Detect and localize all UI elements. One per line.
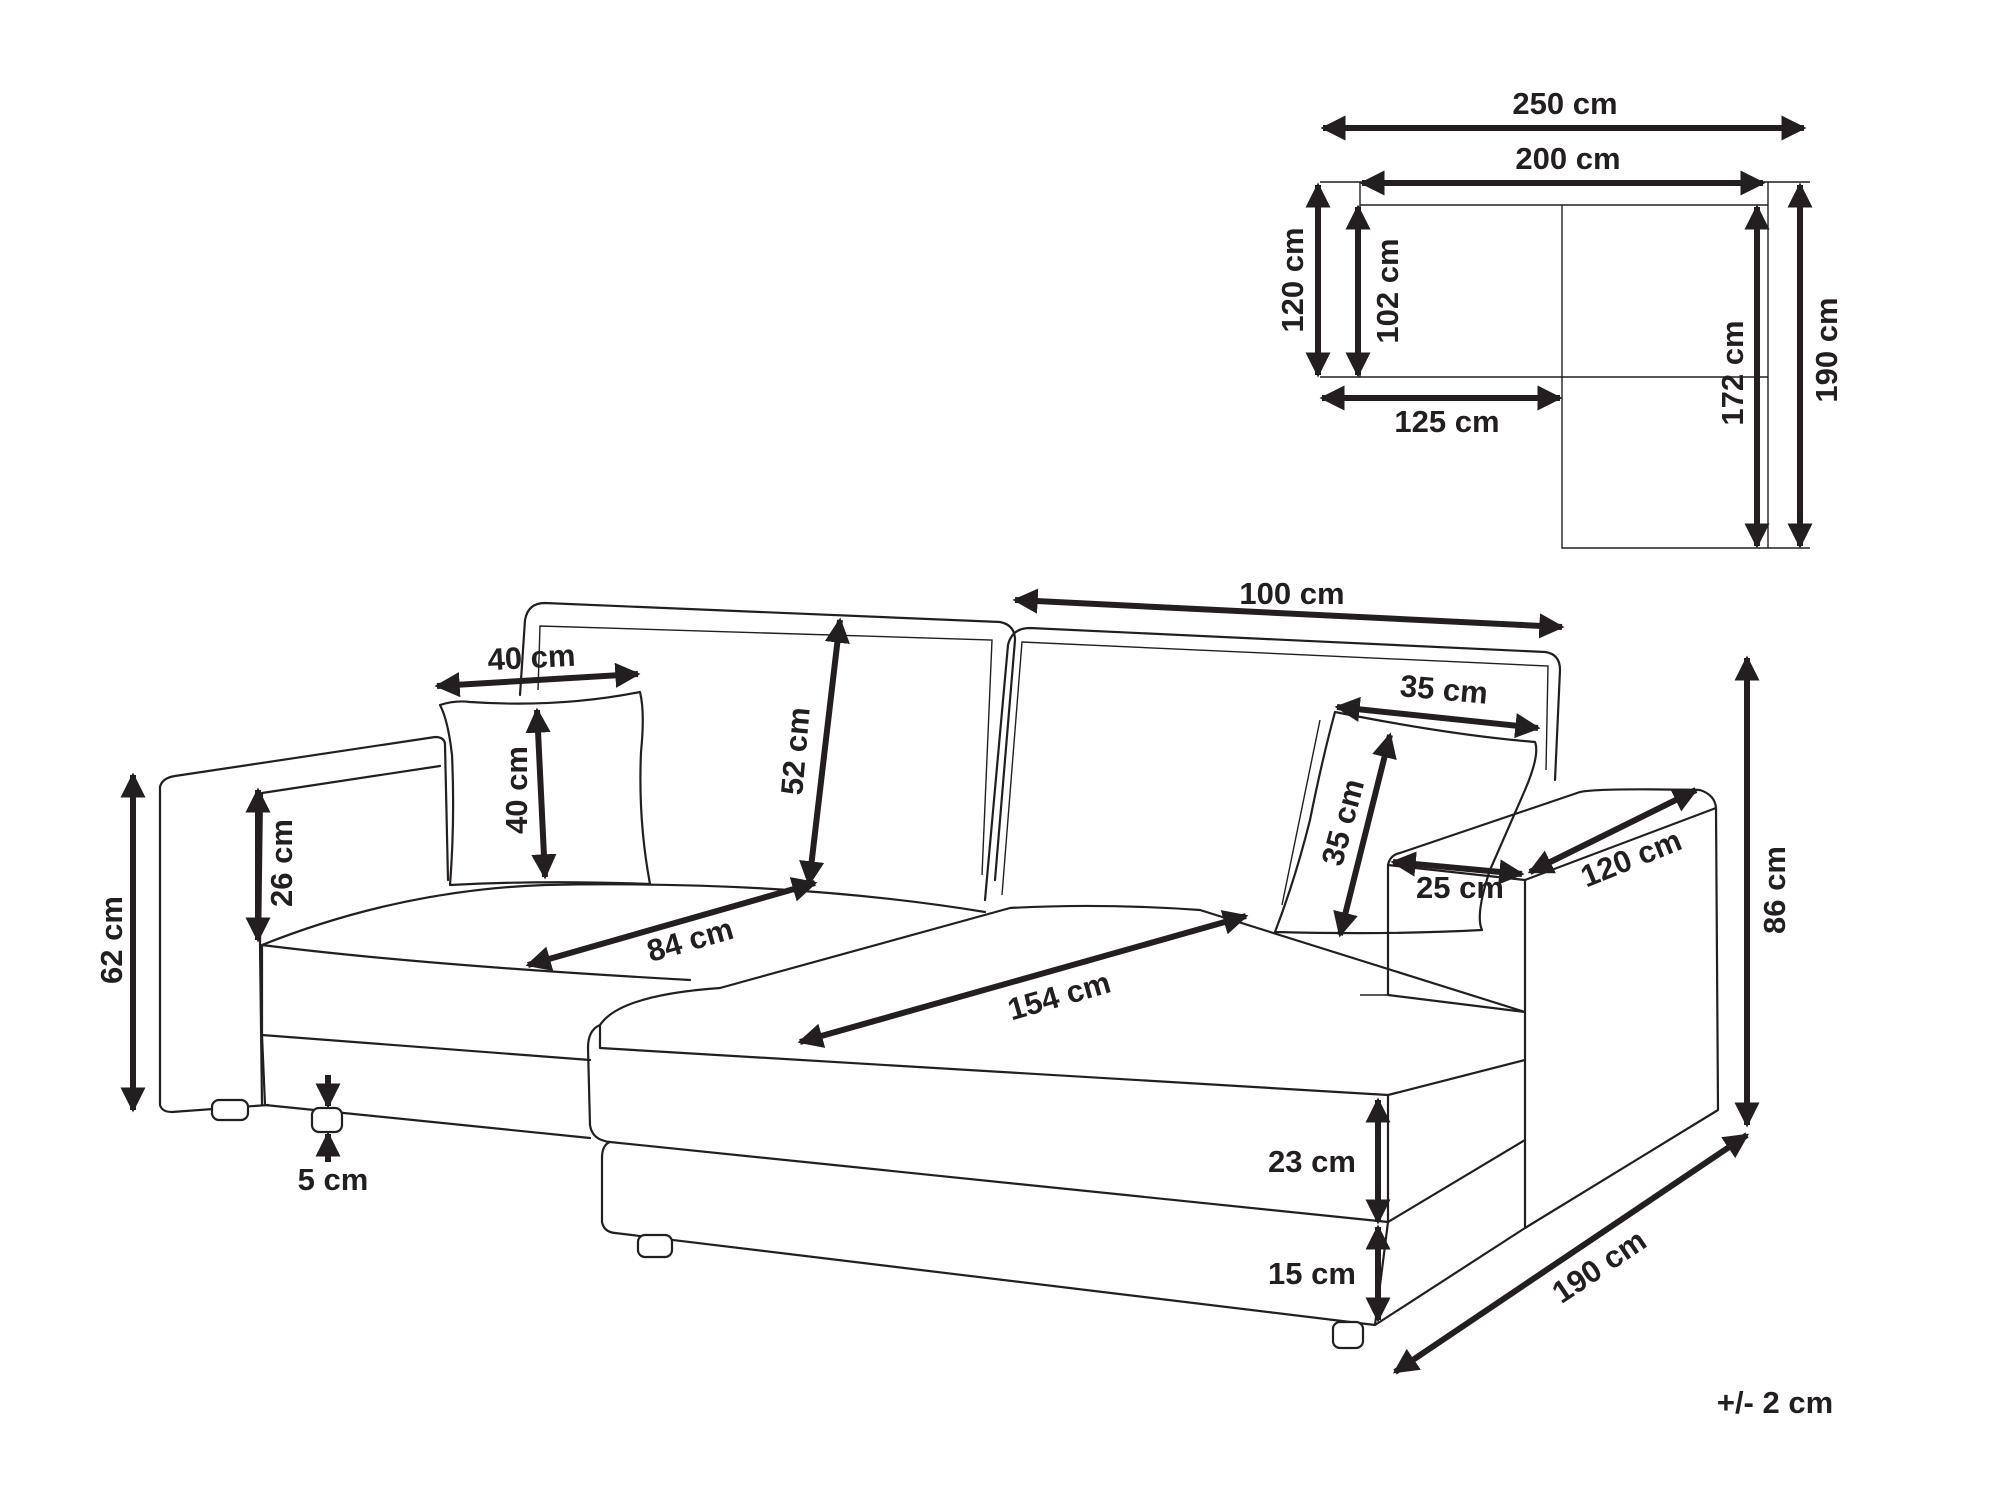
dim-arrow-120-sofa [1527,787,1699,875]
tolerance-note: +/- 2 cm [1717,1385,1833,1420]
label-52: 52 cm [774,706,817,797]
backrest-right [983,626,1562,902]
sofa-drawing [158,601,1720,1350]
dim-arrow-154 [797,910,1249,1048]
leg [210,1098,250,1122]
dim-arrow-25 [1390,851,1525,885]
backrest-right-seam [1001,641,1549,896]
backrest-left-seam [537,625,993,876]
label-120-sofa: 120 cm [1576,822,1687,894]
pillow-left [438,690,652,887]
label-250: 250 cm [1512,86,1617,121]
label-5: 5 cm [298,1162,369,1197]
label-26: 26 cm [264,819,299,907]
leg [310,1106,344,1134]
dim-arrow-35-height [1333,732,1397,938]
pillow-right [1273,710,1538,935]
dim-arrow-100 [1012,588,1565,639]
dim-arrow-35-width [1334,696,1541,739]
label-35-width: 35 cm [1399,668,1490,711]
armrest-left [158,735,450,882]
dim-arrow-190-sofa [1392,1132,1750,1375]
label-200: 200 cm [1515,141,1620,176]
label-86: 86 cm [1757,846,1792,934]
armrest-left-front [158,785,270,1114]
leg [1331,1320,1365,1350]
plan-outline [1359,181,1769,549]
label-125: 125 cm [1394,404,1499,439]
leg [636,1233,674,1259]
label-172: 172 cm [1715,320,1750,425]
label-102: 102 cm [1370,238,1405,343]
chaise-base [600,1138,1527,1327]
label-154: 154 cm [1004,965,1115,1028]
label-120-plan: 120 cm [1275,227,1310,332]
dim-arrow-40-width [434,662,641,698]
base-left [260,1033,592,1140]
label-100: 100 cm [1239,576,1344,611]
plan-view: 250 cm 200 cm 120 cm 102 cm 125 cm 172 c… [1275,86,1844,549]
dim-arrow-84 [525,877,818,971]
sofa-dimensions: 100 cm 40 cm 40 cm 52 cm 35 cm 35 cm 26 … [94,576,1833,1420]
backrest-left [518,601,1017,882]
chaise-seat-front [586,1023,1527,1224]
dim-arrow-52 [799,617,850,887]
seat-left [260,883,987,1062]
pillow-right-seam [1281,719,1321,906]
label-190-plan: 190 cm [1809,297,1844,402]
label-23: 23 cm [1268,1144,1356,1179]
dim-arrow-40-height [525,707,557,880]
label-62: 62 cm [94,896,129,984]
label-25: 25 cm [1416,870,1504,905]
chaise-seat [598,904,1527,1097]
label-15: 15 cm [1268,1256,1356,1291]
label-40-height: 40 cm [499,746,534,834]
label-40-width: 40 cm [487,638,577,678]
